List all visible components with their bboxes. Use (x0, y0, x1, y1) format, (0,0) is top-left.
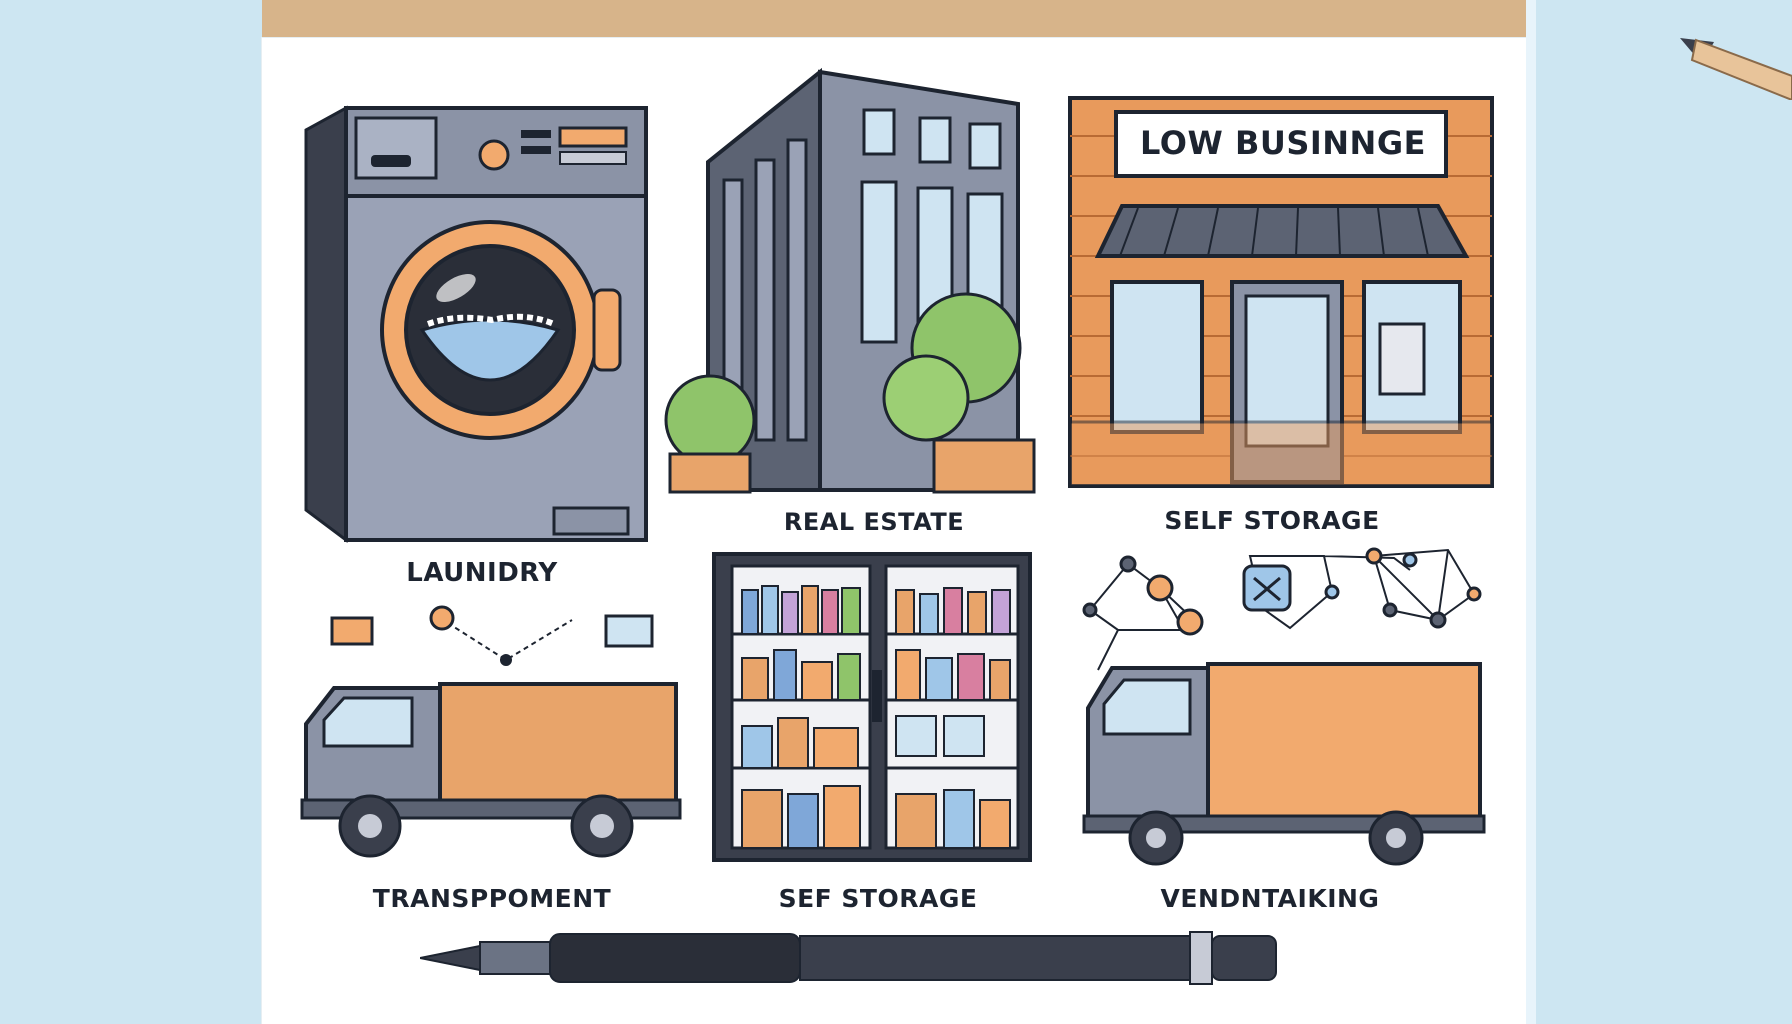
pen-icon (420, 931, 1277, 985)
laundry-label: LAUNIDRY (406, 558, 558, 588)
clipboard-top (262, 0, 1526, 40)
vending-machine-icon (712, 552, 1032, 862)
storefront-icon (1068, 96, 1494, 488)
networking-label: VENDNTAIKING (1160, 884, 1380, 913)
washing-machine-icon (304, 105, 648, 543)
transport-label: TRANSPPOMENT (372, 884, 612, 913)
pencil-icon (1680, 38, 1792, 100)
storefront-sign: LOW BUSINNGE (1140, 124, 1426, 162)
delivery-truck-icon (300, 605, 682, 858)
paper-edge (1526, 0, 1536, 1024)
box-truck-network-icon (1082, 547, 1486, 866)
real-estate-label: REAL ESTATE (783, 508, 965, 536)
office-building-icon (664, 67, 1036, 494)
vending-label: SEF STORAGE (778, 884, 978, 913)
self-storage-label: SELF STORAGE (1164, 506, 1380, 535)
